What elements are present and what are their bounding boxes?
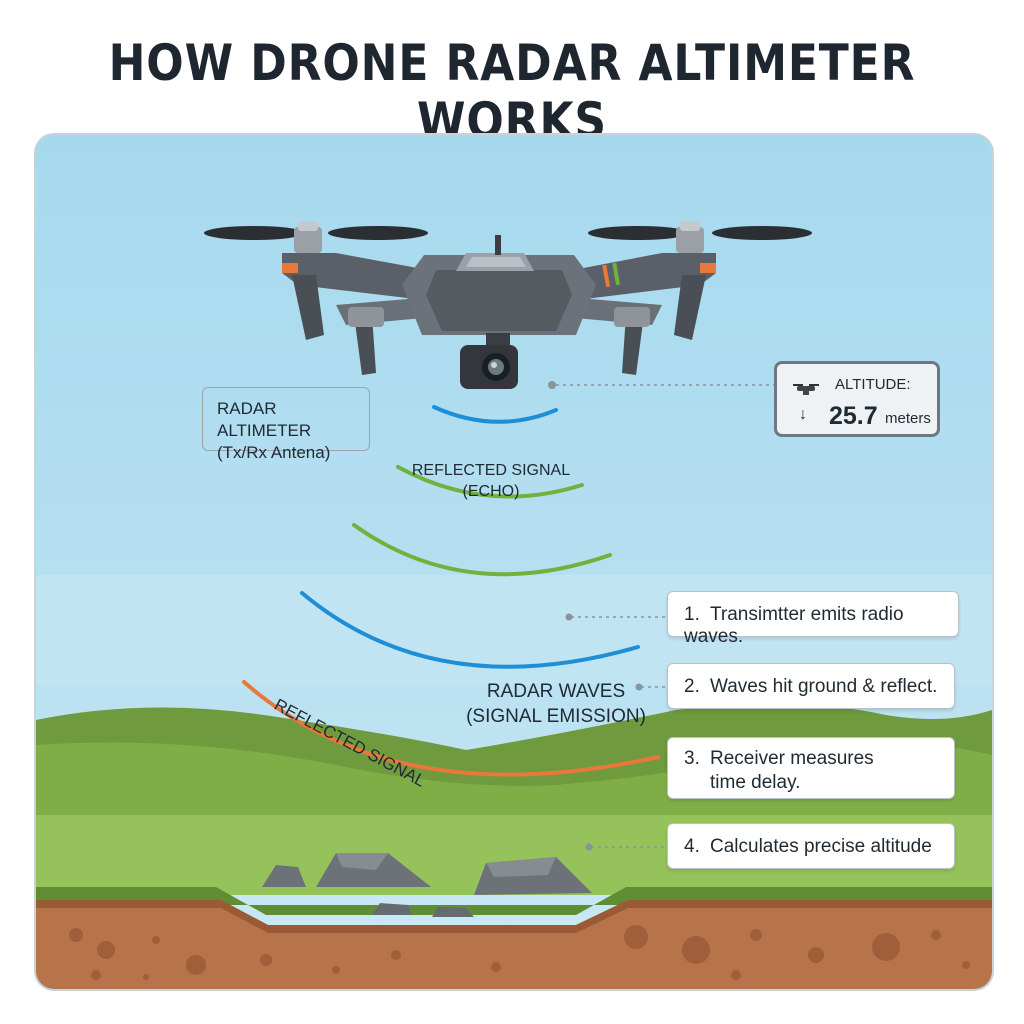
reflected-echo-title: REFLECTED SIGNAL <box>411 462 571 479</box>
step-4-box: 4. Calculates precise altitude <box>667 823 955 869</box>
radar-altimeter-title: RADAR ALTIMETER <box>217 399 312 440</box>
signal-waves <box>242 405 660 777</box>
radar-waves-subtitle: (SIGNAL EMISSION) <box>466 706 646 727</box>
blue-wave-1 <box>432 405 558 424</box>
green-wave-2 <box>352 523 612 577</box>
reflected-echo-subtitle: (ECHO) <box>462 483 520 500</box>
scene-illustration <box>36 221 992 989</box>
radar-waves-title: RADAR WAVES <box>486 681 626 702</box>
down-arrow-icon: ↓ <box>799 406 807 423</box>
leader-lines <box>556 384 776 848</box>
drone <box>204 221 812 389</box>
page-title: HOW DRONE RADAR ALTIMETER WORKS <box>108 34 916 150</box>
rocks <box>262 853 592 917</box>
radar-waves-label: RADAR WAVES (SIGNAL EMISSION) <box>456 679 656 729</box>
step-3-text-line2: time delay. <box>710 772 801 793</box>
step-1-box: 1.Transimtter emits radio waves. <box>667 591 959 647</box>
altitude-label: ALTITUDE: <box>835 376 911 393</box>
green-wave-1 <box>396 465 584 499</box>
step-3-text-line1: Receiver measures <box>710 748 874 769</box>
altitude-value: 25.7 <box>829 402 878 430</box>
reflected-echo-label: REFLECTED SIGNAL (ECHO) <box>396 460 586 502</box>
altitude-display: ALTITUDE: ↓ 25.7 meters <box>774 361 940 437</box>
drone-icon <box>793 384 819 395</box>
step-1-text: Transimtter emits radio waves. <box>684 604 904 647</box>
step-3-number: 3. <box>684 748 700 769</box>
radar-altimeter-label: RADAR ALTIMETER (Tx/Rx Antena) <box>202 387 370 462</box>
step-2-text: Waves hit ground & reflect. <box>710 676 938 697</box>
blue-wave-2 <box>300 591 640 669</box>
diagram-scene: RADAR ALTIMETER (Tx/Rx Antena) ALTITUDE:… <box>34 133 994 991</box>
step-2-box: 2. Waves hit ground & reflect. <box>667 663 955 709</box>
step-3-box: 3. Receiver measures time delay. <box>667 737 955 799</box>
step-2-number: 2. <box>684 676 700 697</box>
step-1-number: 1. <box>684 604 700 625</box>
step-4-text: Calculates precise altitude <box>710 836 932 857</box>
step-4-number: 4. <box>684 836 700 857</box>
soil-pebbles <box>69 925 970 980</box>
radar-altimeter-subtitle: (Tx/Rx Antena) <box>217 443 331 462</box>
altitude-unit: meters <box>885 410 931 427</box>
orange-wave <box>242 680 660 777</box>
soil-layer <box>36 900 992 989</box>
